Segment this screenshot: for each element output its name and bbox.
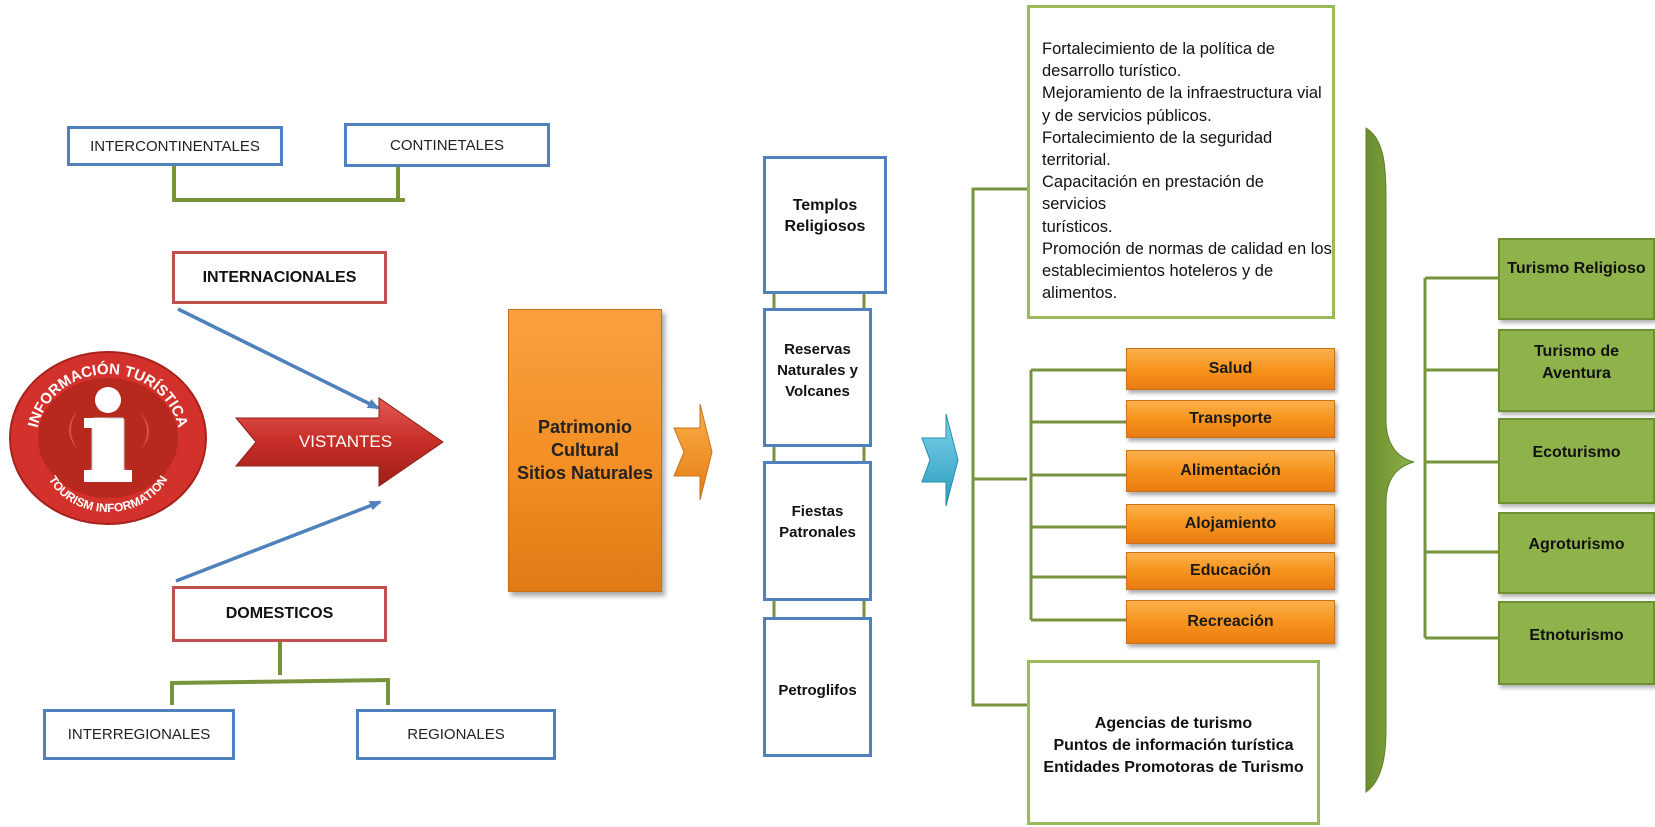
tourism-info-logo-icon: INFORMACIÓN TURÍSTICA TOURISM INFORMATIO… <box>9 351 207 525</box>
service-alojamiento: Alojamiento <box>1126 504 1335 544</box>
tourism-etnoturismo: Etnoturismo <box>1498 601 1655 685</box>
service-alimentacion-label: Alimentación <box>1180 462 1281 479</box>
patrimonio-line-2: Cultural <box>550 440 619 460</box>
interregionales-label: INTERREGIONALES <box>67 726 211 743</box>
service-recreacion: Recreación <box>1126 600 1335 644</box>
policy-line-4: y de servicios públicos. <box>1042 106 1212 125</box>
bottom-green-connector <box>170 642 390 705</box>
service-alojamiento-label: Alojamiento <box>1184 515 1277 532</box>
internacionales-box: INTERNACIONALES <box>172 251 387 304</box>
continetales-box: CONTINETALES <box>344 123 550 167</box>
attraction-fiestas-line-1: Fiestas <box>791 503 844 520</box>
attraction-petroglifos-line-1: Petroglifos <box>778 682 857 699</box>
tourism-religioso: Turismo Religioso <box>1498 238 1655 320</box>
policy-line-1: Fortalecimiento de la política de <box>1042 40 1275 58</box>
policy-line-9: Promoción de normas de calidad en los <box>1042 239 1332 258</box>
attraction-templos-line-1: Templos <box>792 197 858 214</box>
attraction-templos: Templos Religiosos <box>763 156 887 294</box>
tourism-ecoturismo: Ecoturismo <box>1498 418 1655 504</box>
interregionales-box: INTERREGIONALES <box>43 709 235 760</box>
blue-arrow-bottom <box>175 500 382 583</box>
patrimonio-line-1: Patrimonio <box>537 417 632 437</box>
vistantes-text-wrap: VISTANTES <box>236 418 443 466</box>
service-transporte: Transporte <box>1126 400 1335 438</box>
service-transporte-label: Transporte <box>1189 410 1272 427</box>
tourism-tree-connector <box>1423 276 1498 640</box>
blue-arrow-top <box>177 307 380 410</box>
tourism-aventura-line-1: Turismo de <box>1533 343 1620 360</box>
agencies-box: Agencias de turismo Puntos de informació… <box>1027 660 1320 825</box>
vistantes-label: VISTANTES <box>298 432 393 451</box>
intercontinentales-label: INTERCONTINENTALES <box>90 137 260 155</box>
attraction-fiestas-line-2: Patronales <box>779 524 856 541</box>
patrimonio-line-3: Sitios Naturales <box>516 463 654 483</box>
patrimonio-box: Patrimonio Cultural Sitios Naturales <box>508 309 662 592</box>
policy-line-5: Fortalecimiento de la seguridad <box>1042 128 1273 147</box>
agency-line-3: Entidades Promotoras de Turismo <box>1043 759 1304 776</box>
tourism-religioso-label: Turismo Religioso <box>1507 260 1646 277</box>
attraction-reservas: Reservas Naturales y Volcanes <box>763 308 872 447</box>
vistantes-arrow <box>234 397 444 487</box>
green-brace <box>1365 127 1415 793</box>
tourism-etnoturismo-label: Etnoturismo <box>1529 627 1624 644</box>
policies-box: Fortalecimiento de la política de desarr… <box>1027 5 1335 319</box>
domesticos-label: DOMESTICOS <box>225 605 334 622</box>
tourism-aventura-line-2: Aventura <box>1542 365 1611 382</box>
continetales-label: CONTINETALES <box>390 136 504 154</box>
cyan-chevron <box>921 413 959 507</box>
orange-chevron <box>673 403 713 501</box>
policy-line-10: establecimientos hoteleros y de <box>1042 262 1274 281</box>
policy-line-3: Mejoramiento de la infraestructura vial <box>1042 84 1322 103</box>
attraction-petroglifos: Petroglifos <box>763 617 872 757</box>
service-salud: Salud <box>1126 348 1335 390</box>
attraction-reservas-line-1: Reservas <box>784 341 851 358</box>
regionales-box: REGIONALES <box>356 709 556 760</box>
regionales-label: REGIONALES <box>407 726 505 743</box>
attraction-fiestas: Fiestas Patronales <box>763 461 872 601</box>
policy-line-11: alimentos. <box>1042 284 1118 303</box>
domesticos-box: DOMESTICOS <box>172 586 387 642</box>
tourism-agroturismo-label: Agroturismo <box>1528 536 1625 553</box>
top-green-connector <box>172 164 405 202</box>
policy-line-8: turísticos. <box>1042 217 1113 236</box>
service-recreacion-label: Recreación <box>1187 613 1274 630</box>
policy-line-6: territorial. <box>1042 151 1111 170</box>
service-salud-label: Salud <box>1208 360 1253 377</box>
services-tree-connector <box>1029 368 1126 622</box>
agency-line-2: Puntos de información turística <box>1053 737 1294 754</box>
policy-line-2: desarrollo turístico. <box>1042 62 1182 81</box>
policy-tree-connector <box>971 187 1027 707</box>
attraction-reservas-line-3: Volcanes <box>785 383 850 400</box>
service-alimentacion: Alimentación <box>1126 450 1335 492</box>
tourism-ecoturismo-label: Ecoturismo <box>1532 444 1621 461</box>
tourism-agroturismo: Agroturismo <box>1498 512 1655 594</box>
agency-line-1: Agencias de turismo <box>1094 715 1253 732</box>
attraction-reservas-line-2: Naturales y <box>777 362 858 379</box>
attraction-templos-line-2: Religiosos <box>784 218 866 235</box>
tourism-info-logo: INFORMACIÓN TURÍSTICA TOURISM INFORMATIO… <box>8 350 208 526</box>
intercontinentales-box: INTERCONTINENTALES <box>67 126 283 166</box>
service-educacion-label: Educación <box>1190 562 1271 579</box>
internacionales-label: INTERNACIONALES <box>202 268 357 286</box>
service-educacion: Educación <box>1126 552 1335 590</box>
tourism-aventura: Turismo de Aventura <box>1498 329 1655 412</box>
policy-line-7: Capacitación en prestación de servicios <box>1042 173 1264 214</box>
